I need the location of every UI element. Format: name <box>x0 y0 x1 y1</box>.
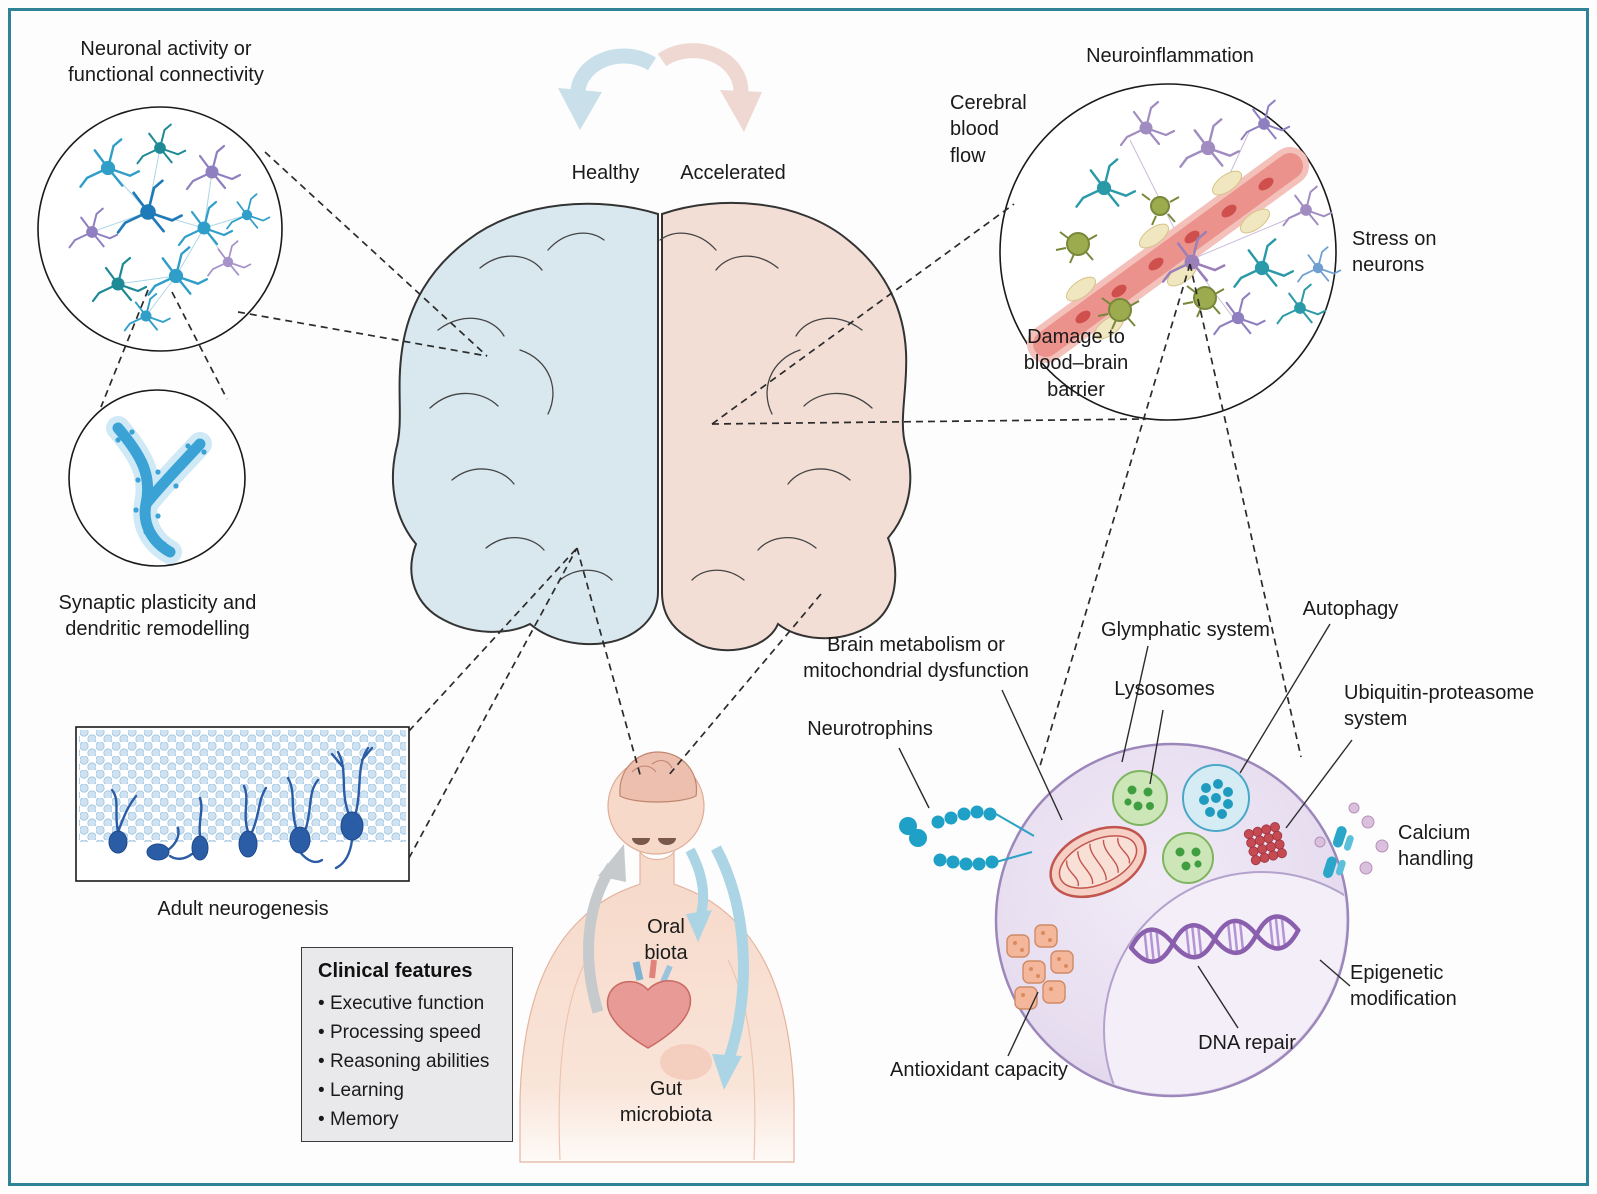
body-brain-axis-arrows <box>583 844 749 1090</box>
clinical-features-title: Clinical features <box>318 960 473 982</box>
healthy-brain-half <box>391 202 659 646</box>
autophagy-label: Autophagy <box>1302 598 1399 620</box>
clinical-feature-item: Memory <box>318 1105 502 1134</box>
calcium-handling-label: Calcium handling <box>1398 822 1474 871</box>
cell-illustration <box>899 742 1389 1098</box>
neurotrophin-beads <box>899 805 1035 871</box>
brain-illustration <box>391 201 912 652</box>
proteasome-icon <box>1243 822 1287 866</box>
accelerated-label: Accelerated <box>680 162 786 184</box>
clinical-features-box: Clinical features Executive function Pro… <box>301 947 513 1142</box>
gut-icon <box>660 1044 712 1080</box>
neuronal-activity-label: Neuronal activity or functional connecti… <box>68 38 264 87</box>
damage-bbb-label: Damage to blood–brain barrier <box>1023 326 1129 401</box>
neurotrophins-label: Neurotrophins <box>807 718 933 740</box>
neurogenesis-neurons <box>110 746 374 870</box>
cerebral-blood-flow-label: Cerebral blood flow <box>950 92 1027 167</box>
cycle-arrows <box>558 43 762 132</box>
neuron-network-illustration <box>37 106 283 352</box>
antioxidant-granules <box>1006 924 1074 1010</box>
brain-sulci <box>429 232 873 581</box>
neuroinflammation-label: Neuroinflammation <box>1086 45 1254 67</box>
clinical-feature-item: Executive function <box>318 989 502 1018</box>
calcium-channel-icon <box>1323 826 1354 878</box>
mitochondrion-icon <box>1049 825 1147 899</box>
clinical-feature-item: Reasoning abilities <box>318 1047 502 1076</box>
clinical-feature-item: Processing speed <box>318 1018 502 1047</box>
calcium-ions <box>1314 802 1389 875</box>
heart-icon <box>606 959 692 1049</box>
epigenetic-label: Epigenetic modification <box>1350 962 1457 1011</box>
glymphatic-label: Glymphatic system <box>1101 619 1270 641</box>
healthy-arrow-icon <box>558 48 657 130</box>
head-brain-icon <box>619 751 698 803</box>
blood-vessel-icon <box>1027 147 1309 363</box>
oral-biota-label: Oral biota <box>644 916 688 965</box>
dendritic-spines <box>115 429 207 547</box>
eyes-icon <box>632 838 676 845</box>
lysosome-icons <box>1112 770 1214 884</box>
dendrite-illustration <box>68 389 246 567</box>
lysosomes-label: Lysosomes <box>1114 678 1215 700</box>
stress-on-neurons-label: Stress on neurons <box>1352 228 1437 277</box>
human-figure <box>519 751 795 1163</box>
adult-neurogenesis-illustration <box>75 726 410 882</box>
antioxidant-label: Antioxidant capacity <box>890 1059 1068 1081</box>
brain-metabolism-label: Brain metabolism or mitochondrial dysfun… <box>803 634 1029 683</box>
dna-helix-icon <box>1128 914 1301 964</box>
clinical-feature-item: Learning <box>318 1076 502 1105</box>
accelerated-brain-half <box>661 201 912 652</box>
synaptic-plasticity-label: Synaptic plasticity and dendritic remode… <box>58 592 257 641</box>
dna-repair-label: DNA repair <box>1198 1032 1296 1054</box>
accelerated-arrow-icon <box>657 43 762 132</box>
autophagosome-icon <box>1182 764 1250 832</box>
adult-neurogenesis-label: Adult neurogenesis <box>157 898 329 920</box>
neuroinflammation-illustration <box>999 83 1342 421</box>
gut-microbiota-label: Gut microbiota <box>619 1078 713 1127</box>
pointer-lines <box>898 623 1353 1057</box>
dashed-connectors <box>100 151 1302 859</box>
ubiquitin-label: Ubiquitin-proteasome system <box>1344 682 1535 731</box>
microglia-icons <box>1055 193 1225 330</box>
healthy-label: Healthy <box>571 162 640 184</box>
antioxidant-granule-dots <box>1013 931 1068 997</box>
